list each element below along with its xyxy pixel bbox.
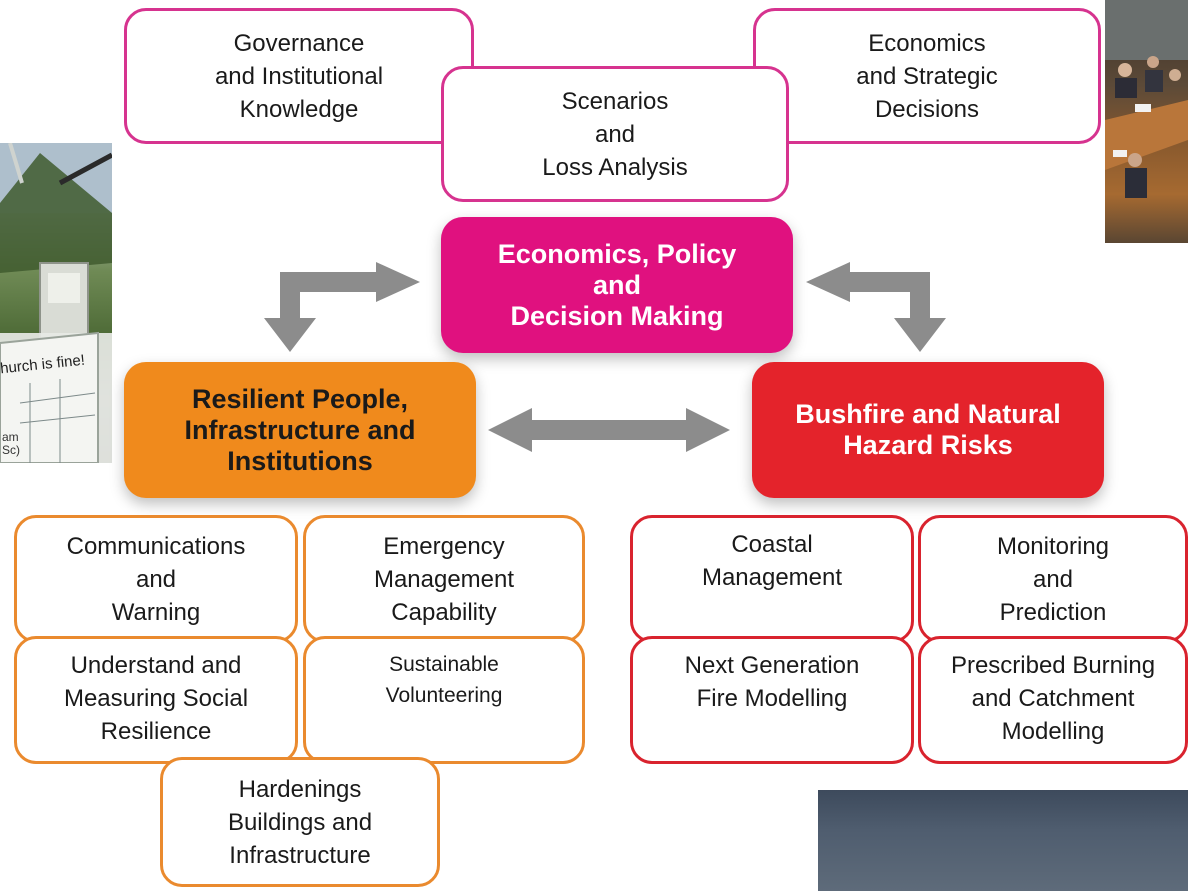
photo-sign-small: am Sc): [2, 430, 20, 457]
arrow-center-to-left: [264, 262, 420, 352]
meeting-photo: [1105, 0, 1188, 243]
volunteering-box: Sustainable Volunteering: [303, 636, 585, 764]
bushfire-hazard-hub: Bushfire and Natural Hazard Risks: [752, 362, 1104, 498]
governance-box: Governance and Institutional Knowledge: [124, 8, 474, 144]
prescribed-burning-box: Prescribed Burning and Catchment Modelli…: [918, 636, 1188, 764]
economics-decisions-box: Economics and Strategic Decisions: [753, 8, 1101, 144]
storm-sky-photo: [818, 790, 1188, 891]
emergency-management-box: Emergency Management Capability: [303, 515, 585, 643]
social-resilience-box: Understand and Measuring Social Resilien…: [14, 636, 298, 764]
monitoring-box: Monitoring and Prediction: [918, 515, 1188, 643]
fire-modelling-box: Next Generation Fire Modelling: [630, 636, 914, 764]
communications-box: Communications and Warning: [14, 515, 298, 643]
coastal-management-box: Coastal Management: [630, 515, 914, 643]
economics-policy-hub: Economics, Policy and Decision Making: [441, 217, 793, 353]
church-photo: hurch is fine! am Sc): [0, 143, 112, 463]
scenarios-box: Scenarios and Loss Analysis: [441, 66, 789, 202]
resilient-people-hub: Resilient People, Infrastructure and Ins…: [124, 362, 476, 498]
arrow-right-to-center: [806, 262, 946, 352]
double-arrow-left-right: [488, 408, 730, 452]
hardenings-box: Hardenings Buildings and Infrastructure: [160, 757, 440, 887]
